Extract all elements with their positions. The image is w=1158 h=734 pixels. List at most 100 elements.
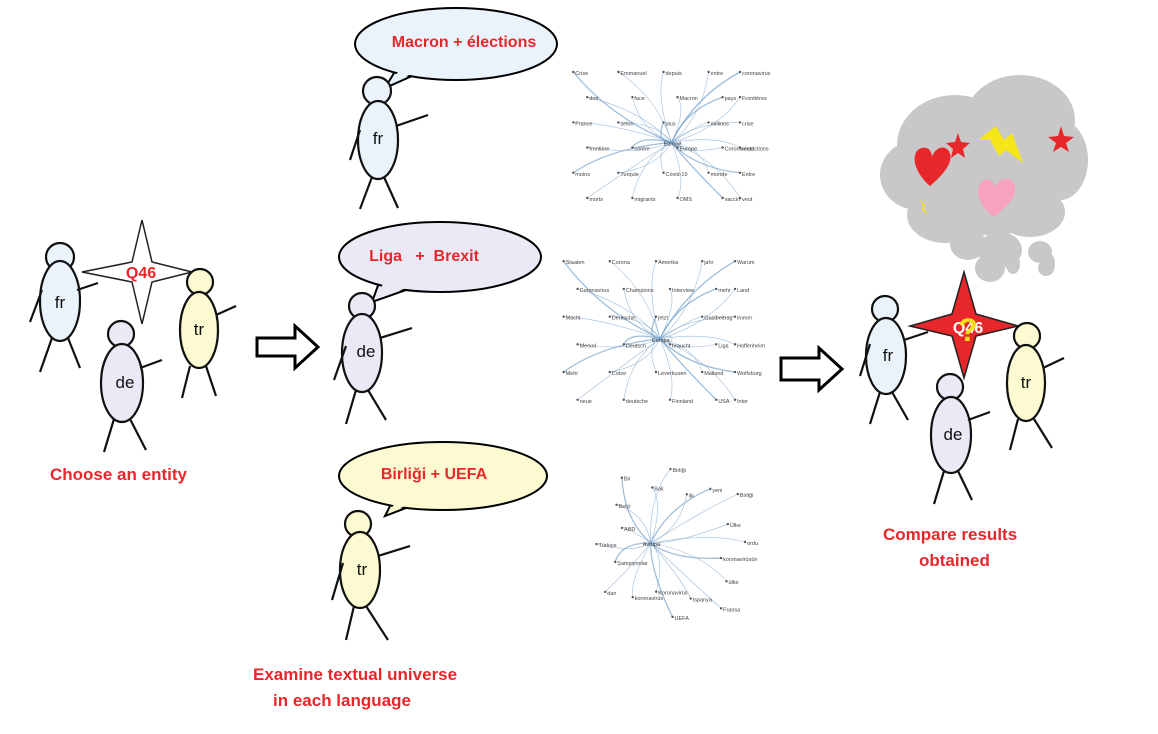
- network-edge: [659, 288, 673, 339]
- network-node: [676, 96, 679, 99]
- network-node: [738, 146, 742, 149]
- network-node: [715, 287, 718, 291]
- network-edge: [621, 477, 652, 544]
- network-word-label: contre: [634, 147, 649, 153]
- network-node: [608, 315, 611, 318]
- network-word-label: koronavirüs: [635, 596, 664, 602]
- speaker-tr: [330, 509, 411, 641]
- network-node: [715, 343, 718, 346]
- network-node: [671, 615, 674, 619]
- network-word-label: Cotze: [612, 371, 626, 377]
- question-mark-icon: ?: [958, 312, 978, 348]
- lightning-bolt-icon: [978, 126, 1023, 163]
- network-node: [651, 486, 654, 489]
- speaker-de-label: de: [357, 342, 376, 361]
- network-word-label: veut: [742, 197, 753, 203]
- network-node: [721, 146, 724, 149]
- network-edge: [671, 142, 741, 199]
- network-node: [562, 315, 565, 318]
- network-node: [668, 398, 672, 401]
- network-edge: [609, 316, 661, 339]
- speech-bubble-tr-text: Birliği + UEFA: [381, 466, 488, 483]
- network-svg-tr: koronavirüsünülkeFransaIspanyaUEFAKorona…: [595, 467, 758, 622]
- red-heart-icon: [914, 147, 951, 186]
- network-word-label: coronavirus: [742, 71, 770, 77]
- network-node: [721, 96, 724, 99]
- network-word-label: entre: [711, 71, 724, 77]
- network-node: [715, 398, 718, 401]
- network-word-label: jetzt: [657, 316, 669, 322]
- network-edge: [632, 97, 672, 143]
- small-red-star-icon: [946, 133, 970, 158]
- arrow-step1-to-step2: [255, 322, 321, 372]
- step3-caption-line2: obtained: [919, 551, 990, 570]
- network-node: [721, 196, 724, 200]
- network-node: [654, 260, 658, 263]
- compare-person-tr-label: tr: [1021, 373, 1032, 392]
- speech-bubble-de: [338, 221, 542, 304]
- network-node: [733, 287, 737, 291]
- network-edge: [650, 488, 711, 544]
- network-word-label: Amerika: [658, 260, 679, 266]
- network-node: [572, 171, 575, 174]
- network-node: [719, 556, 723, 560]
- network-edge: [659, 338, 703, 373]
- compare-person-tr: [1005, 321, 1065, 451]
- network-word-label: crise: [742, 121, 754, 127]
- network-node: [622, 287, 625, 291]
- small-lightning-icon: [920, 200, 928, 215]
- red-star-icon: [1048, 126, 1074, 152]
- speech-bubble-de-text: Liga + Brexit: [369, 248, 479, 265]
- network-node: [615, 503, 618, 506]
- step3-caption-line1: Compare results: [883, 525, 1018, 544]
- network-word-label: Coronavirus: [725, 147, 755, 153]
- network-edge: [671, 122, 741, 143]
- network-node: [725, 580, 728, 583]
- network-word-label: Turquie: [620, 172, 638, 178]
- person-fr: [28, 241, 99, 373]
- network-hub-label: Europe: [664, 142, 682, 148]
- network-edge: [632, 142, 672, 199]
- network-edge: [671, 122, 709, 143]
- network-word-label: Deutsch: [626, 343, 646, 349]
- network-word-label: dan: [607, 591, 616, 597]
- network-edge: [650, 487, 658, 544]
- network-node: [689, 597, 692, 600]
- network-edge: [651, 261, 661, 339]
- network-word-label: monde: [711, 172, 728, 178]
- network-edge: [659, 335, 673, 345]
- network-word-label: Staaten: [566, 260, 585, 266]
- speech-bubble-fr: [354, 7, 558, 91]
- network-node: [586, 96, 589, 99]
- network-word-label: yeni: [712, 488, 722, 494]
- compare-person-de: [929, 372, 991, 505]
- network-edge: [572, 141, 672, 174]
- network-edge: [671, 139, 741, 148]
- network-node: [617, 121, 620, 124]
- network-node: [738, 121, 742, 124]
- network-word-label: doit: [589, 96, 598, 102]
- network-word-label: Bali: [654, 486, 663, 492]
- network-edge: [671, 97, 682, 143]
- speaker-tr-label: tr: [357, 560, 368, 579]
- network-word-label: Interview: [672, 288, 694, 294]
- network-word-label: plus: [666, 121, 676, 127]
- network-node: [608, 260, 611, 263]
- network-word-label: Merkel: [580, 343, 597, 349]
- network-edge: [650, 542, 674, 618]
- network-node: [676, 196, 679, 200]
- network-node: [654, 370, 658, 374]
- network-node: [733, 315, 737, 318]
- network-word-label: Birliği: [672, 468, 685, 474]
- network-word-label: frontière: [589, 147, 609, 153]
- network-edge: [614, 542, 651, 563]
- network-node: [733, 370, 737, 374]
- network-word-label: face: [634, 96, 644, 102]
- network-word-label: Corona: [612, 260, 631, 266]
- network-word-label: ordu: [747, 541, 758, 547]
- network-node: [733, 260, 737, 263]
- network-node: [738, 70, 742, 74]
